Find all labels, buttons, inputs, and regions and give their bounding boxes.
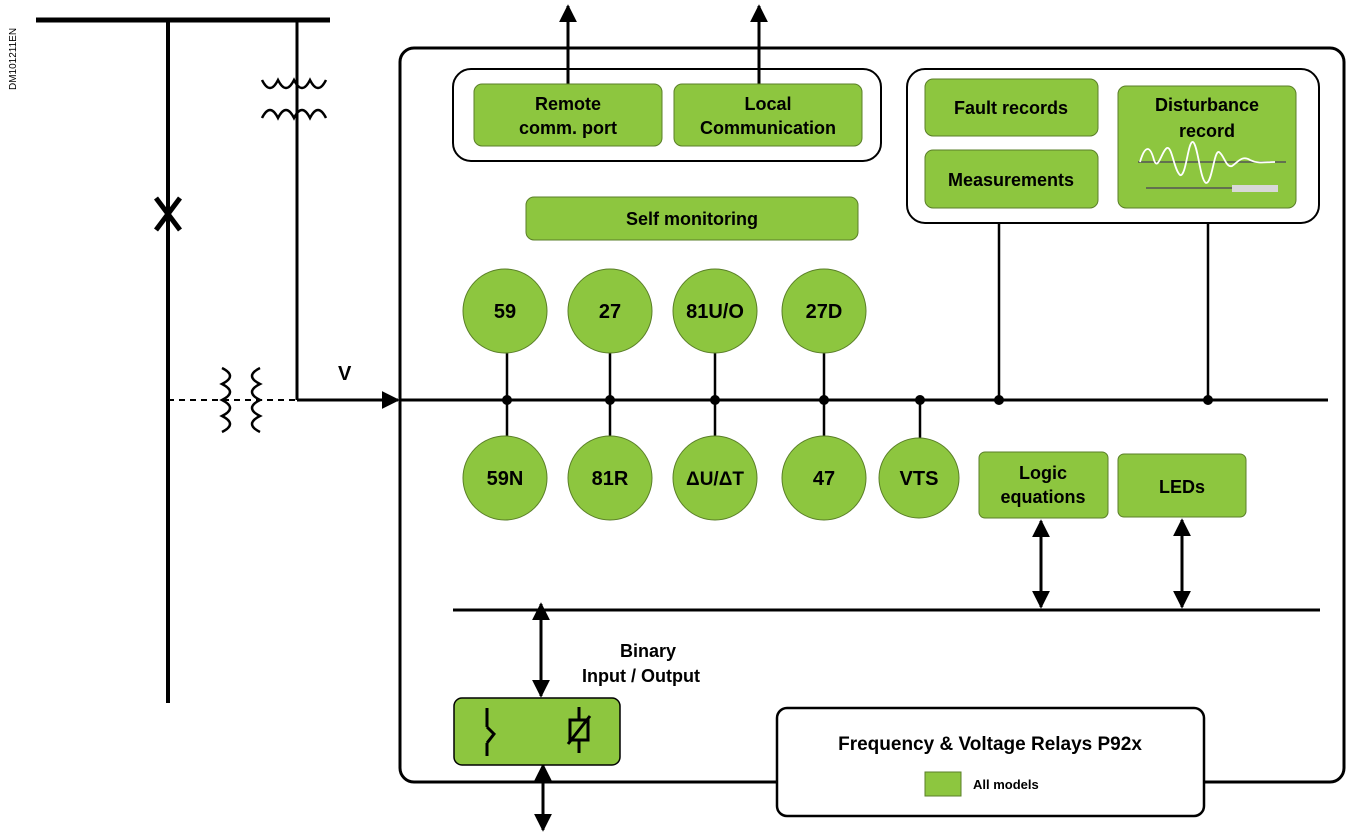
disturbance-line1: Disturbance [1155, 95, 1259, 115]
function-27d: 27D [781, 268, 867, 354]
document-code: DM101211EN [8, 28, 19, 90]
local-comm-line2: Communication [700, 118, 836, 138]
legend-item-label: All models [973, 777, 1039, 792]
self-monitoring-label: Self monitoring [626, 209, 758, 229]
contact-input-icon [485, 708, 496, 756]
disturbance-line2: record [1179, 121, 1235, 141]
leds-label: LEDs [1159, 477, 1205, 497]
circuit-breaker-icon [154, 196, 182, 232]
junction-records-right [1203, 395, 1213, 405]
legend-swatch [924, 771, 962, 797]
self-monitoring: Self monitoring [525, 196, 859, 241]
binary-io-line1: Binary [620, 641, 676, 661]
disturbance-record: Disturbance record [1117, 85, 1297, 209]
voltage-transformer-icon [219, 366, 263, 434]
function-47: 47 [781, 435, 867, 521]
remote-comm-line1: Remote [535, 94, 601, 114]
function-81uo-label: 81U/O [686, 301, 744, 323]
waveform-icon [1138, 141, 1286, 192]
binary-io-block [453, 697, 621, 766]
function-du-dt: ΔU/ΔT [672, 435, 758, 521]
function-47-label: 47 [813, 468, 835, 490]
function-59n: 59N [462, 435, 548, 521]
function-vts: VTS [878, 437, 960, 519]
function-27d-label: 27D [806, 301, 843, 323]
binary-io-line2: Input / Output [582, 666, 700, 686]
function-59-label: 59 [494, 301, 516, 323]
protection-functions: 59 27 81U/O 27D 59N 81R ΔU/ΔT 47 [462, 268, 960, 521]
function-vts-label: VTS [900, 468, 939, 490]
function-81r: 81R [567, 435, 653, 521]
function-81uo: 81U/O [672, 268, 758, 354]
local-comm-line1: Local [744, 94, 791, 114]
leds: LEDs [1117, 453, 1247, 518]
current-transformer-icon [260, 77, 328, 121]
remote-comm-port: Remote comm. port [473, 83, 663, 147]
relay-coil-icon [566, 707, 592, 753]
remote-comm-line2: comm. port [519, 118, 617, 138]
measurements-label: Measurements [948, 170, 1074, 190]
measurements: Measurements [924, 149, 1099, 209]
comm-group-frame [452, 68, 882, 162]
logic-line1: Logic [1019, 463, 1067, 483]
power-system [36, 17, 330, 703]
logic-line2: equations [1000, 487, 1085, 507]
local-communication: Local Communication [673, 83, 863, 147]
function-81r-label: 81R [592, 468, 629, 490]
voltage-input-label: V [338, 363, 352, 385]
logic-equations: Logic equations [978, 451, 1109, 519]
junction-records-left [994, 395, 1004, 405]
function-27: 27 [567, 268, 653, 354]
legend: Frequency & Voltage Relays P92x All mode… [775, 706, 1206, 818]
fault-records: Fault records [924, 78, 1099, 137]
function-59n-label: 59N [487, 468, 524, 490]
function-59: 59 [462, 268, 548, 354]
fault-records-label: Fault records [954, 98, 1068, 118]
legend-title: Frequency & Voltage Relays P92x [838, 734, 1142, 755]
records-group-frame [906, 68, 1320, 224]
function-27-label: 27 [599, 301, 621, 323]
function-du-dt-label: ΔU/ΔT [686, 469, 744, 490]
